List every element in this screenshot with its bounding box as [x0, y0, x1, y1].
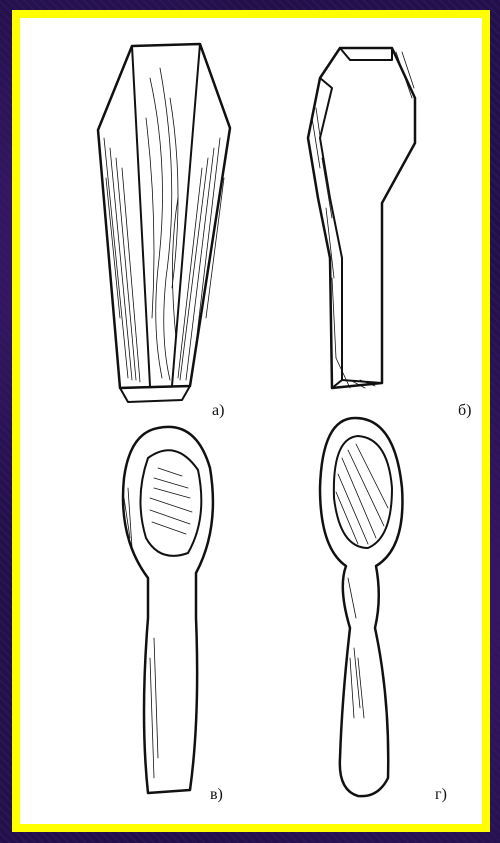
stage-g-finished-spoon	[320, 418, 402, 796]
figure-frame: а) б) в) г)	[12, 10, 490, 832]
label-stage-g: г)	[435, 786, 447, 804]
stage-v-rough-spoon	[123, 427, 213, 793]
label-stage-b: б)	[458, 402, 471, 420]
label-stage-v: в)	[210, 786, 223, 804]
stage-a-wood-blank	[98, 44, 230, 402]
spoon-stages-drawing	[20, 18, 482, 824]
stage-b-outlined-blank	[308, 48, 415, 388]
label-stage-a: а)	[212, 402, 224, 420]
